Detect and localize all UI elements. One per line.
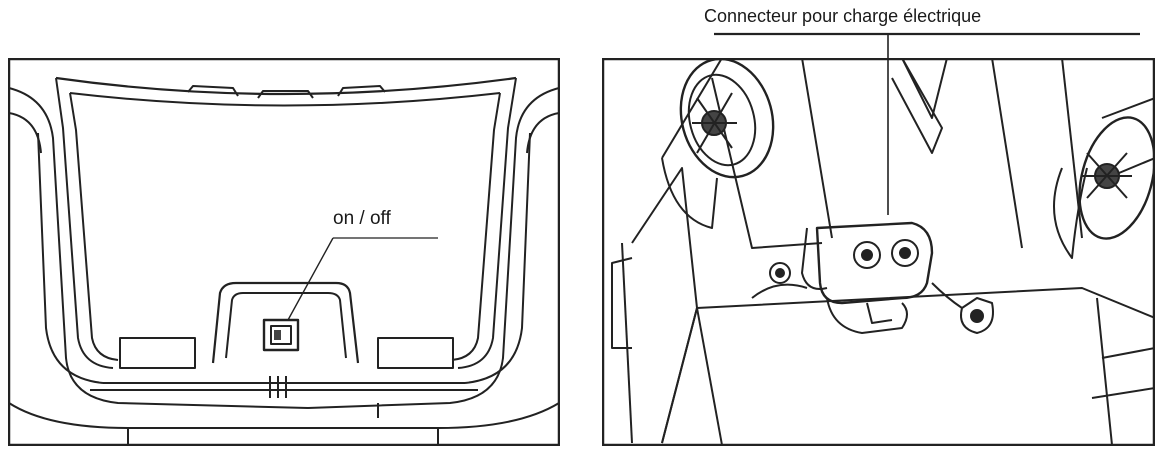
wheel-right-spokes bbox=[1082, 152, 1132, 199]
switch-bezel bbox=[262, 318, 300, 352]
mount-right bbox=[960, 297, 994, 334]
cable-left bbox=[751, 283, 808, 299]
block-right bbox=[377, 337, 454, 369]
connector-label: Connecteur pour charge électrique bbox=[704, 6, 982, 26]
body-stripe-1 bbox=[801, 58, 833, 239]
left-panel-cradle-illustration bbox=[8, 58, 560, 446]
wheel-left-spokes bbox=[692, 92, 737, 154]
body-line-a bbox=[696, 307, 723, 446]
connector-clip bbox=[826, 297, 908, 334]
connector-body bbox=[815, 221, 934, 305]
body-stripe-2 bbox=[901, 58, 948, 119]
left-panel-frame bbox=[8, 58, 560, 446]
screw-left bbox=[769, 262, 791, 284]
connector-bracket bbox=[801, 227, 828, 290]
wheel-left-outer bbox=[679, 58, 775, 179]
screw-left-core bbox=[775, 268, 785, 278]
housing-outer-right bbox=[307, 87, 560, 409]
connector-pin-right-core bbox=[899, 247, 911, 259]
connector-pin-left-core bbox=[861, 249, 873, 261]
cradle-wall-right bbox=[457, 77, 517, 369]
right-panel-frame bbox=[602, 58, 1155, 446]
wheel-left-inner bbox=[687, 73, 757, 167]
on-off-label: on / off bbox=[333, 208, 391, 229]
wheel-left-mount bbox=[661, 157, 718, 229]
body-lower-face bbox=[661, 307, 698, 444]
body-right-panel bbox=[1091, 97, 1155, 399]
connector-pin-left bbox=[853, 241, 881, 269]
cradle-drawing bbox=[8, 58, 560, 446]
cradle-tab-2 bbox=[257, 90, 314, 99]
cradle-wall-left bbox=[55, 77, 114, 369]
switch-housing-inner bbox=[225, 292, 347, 359]
onoff-leader bbox=[287, 237, 334, 321]
connector-clip-2 bbox=[866, 302, 893, 324]
body-panel-2 bbox=[711, 77, 823, 249]
body-right-edge bbox=[1096, 297, 1113, 446]
cradle-wall-left-2 bbox=[69, 92, 119, 361]
wheel-right-arc bbox=[1053, 167, 1088, 259]
connector-pin-right bbox=[891, 239, 919, 267]
rail-left-2 bbox=[611, 257, 633, 349]
cradle-back-lip-inner bbox=[69, 92, 501, 107]
screw-right bbox=[970, 309, 984, 323]
underside-drawing bbox=[602, 58, 1155, 446]
switch-housing bbox=[211, 281, 360, 364]
cradle-back-lip bbox=[55, 76, 517, 96]
body-panel-1 bbox=[891, 58, 943, 154]
cable-right bbox=[931, 282, 963, 309]
rail-left-1 bbox=[621, 242, 633, 444]
housing-outer-left bbox=[8, 87, 309, 409]
housing-bottom-rim bbox=[8, 402, 560, 429]
cradle-wall-right-3 bbox=[464, 132, 531, 384]
cradle-wall-right-2 bbox=[451, 92, 501, 361]
cradle-tab-3 bbox=[337, 85, 386, 97]
housing-top-left bbox=[8, 112, 42, 154]
right-panel-connector-illustration bbox=[602, 58, 1155, 446]
housing-top-right bbox=[526, 112, 560, 154]
wheel-right-outer bbox=[1078, 116, 1155, 240]
body-bottom-face bbox=[696, 287, 1155, 319]
switch-rocker-shade bbox=[274, 330, 281, 340]
body-stripe-3 bbox=[991, 58, 1023, 249]
block-left bbox=[119, 337, 196, 369]
cradle-tab-1 bbox=[187, 85, 239, 97]
cradle-wall-left-3 bbox=[37, 132, 104, 384]
